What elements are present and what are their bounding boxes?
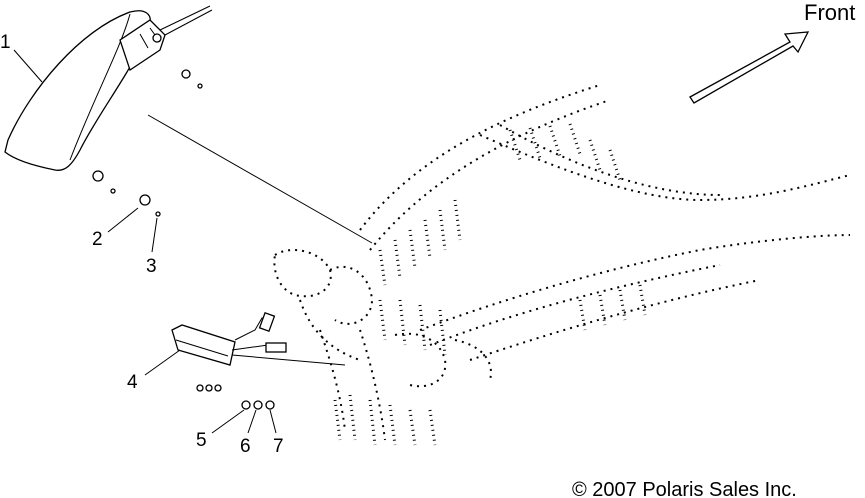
front-arrow-icon: [689, 31, 810, 104]
callout-3: 3: [146, 256, 157, 277]
ghost-vehicle-outline: [273, 84, 851, 446]
callout-4: 4: [127, 372, 138, 393]
part-1-housing: [4, 5, 213, 171]
leader-line-housing: [147, 114, 373, 244]
fasteners-lower: [196, 384, 275, 410]
front-label: Front: [804, 0, 855, 25]
callout-7: 7: [273, 436, 284, 457]
fasteners-upper: [92, 69, 203, 217]
part-4-light: [171, 311, 346, 366]
callout-6: 6: [240, 436, 251, 457]
copyright-text: © 2007 Polaris Sales Inc.: [572, 479, 797, 498]
callout-2: 2: [92, 229, 103, 250]
callout-leaders: [13, 49, 277, 434]
callout-5: 5: [196, 430, 207, 451]
callout-1: 1: [0, 32, 11, 53]
